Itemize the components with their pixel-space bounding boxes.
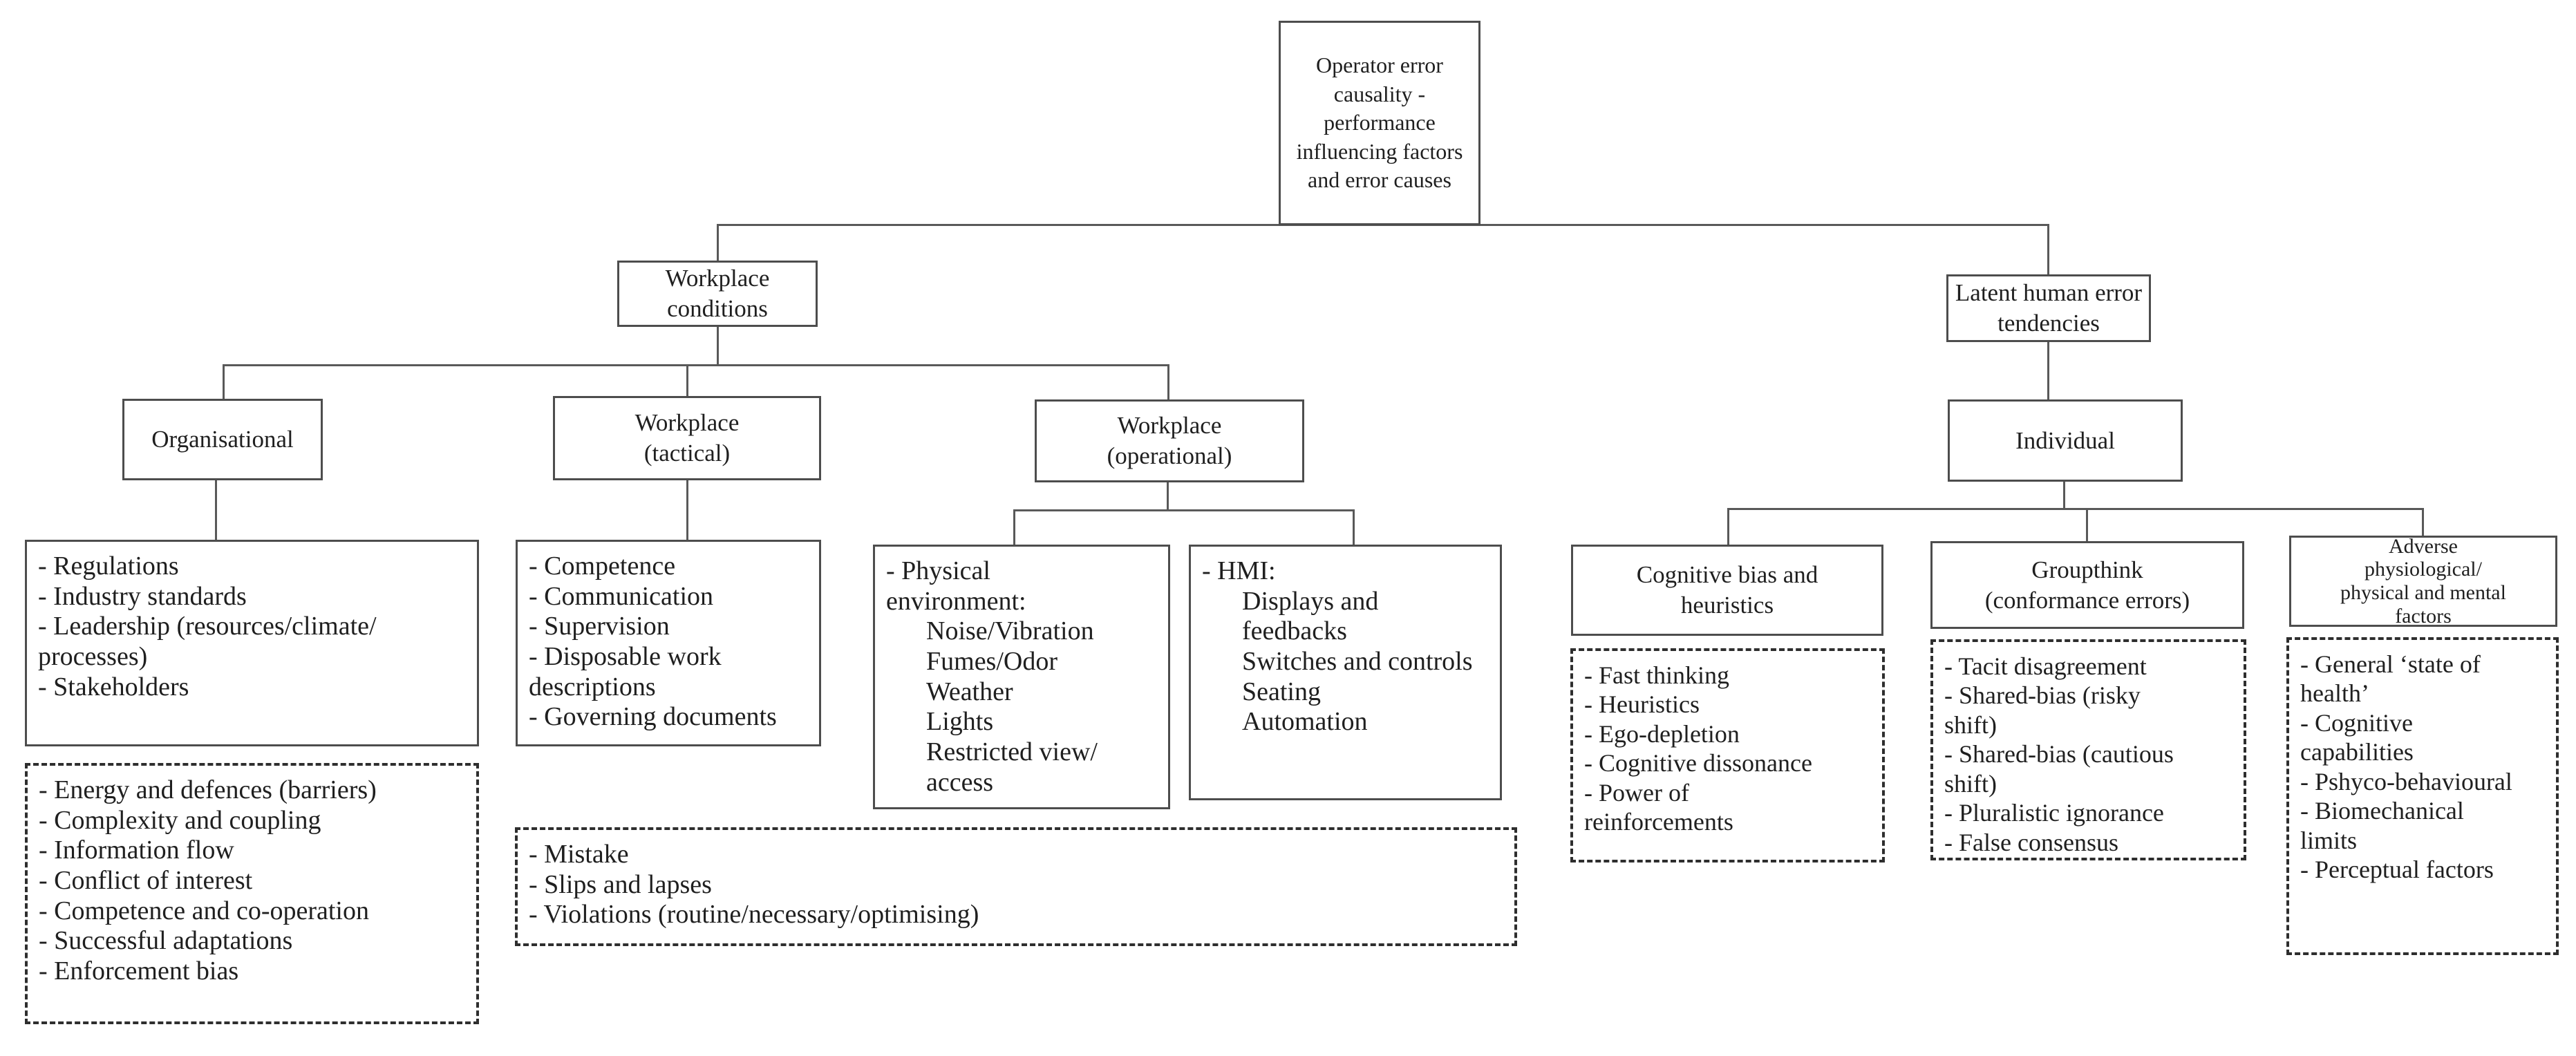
node-groupthink-conformance-errors: Groupthink (conformance errors) (1930, 541, 2244, 629)
list-tactical-factors: - Competence- Communication- Supervision… (516, 540, 821, 746)
list-item: - Perceptual factors (2300, 856, 2494, 884)
list-item: - Pluralistic ignorance (1944, 799, 2164, 827)
connector-line (2422, 508, 2424, 537)
connector-line (1167, 482, 1169, 510)
list-item: - Shared-bias (cautious shift) (1944, 740, 2174, 798)
list-item: - Supervision (529, 612, 670, 641)
list-item: Weather (926, 677, 1013, 706)
node-workplace-operational: Workplace (operational) (1035, 399, 1304, 482)
list-organisational-factors: - Regulations- Industry standards- Leade… (25, 540, 479, 746)
list-item: - Stakeholders (38, 672, 189, 701)
list-item: - Mistake (529, 840, 629, 869)
list-item: - Information flow (39, 836, 234, 865)
list-item: - Pshyco-behavioural (2300, 767, 2512, 795)
node-workplace-tactical: Workplace (tactical) (553, 396, 821, 480)
list-item: - HMI: (1202, 556, 1276, 585)
list-item: Seating (1242, 677, 1321, 706)
list-item: - Violations (routine/necessary/optimisi… (529, 900, 979, 930)
list-item: - Leadership (resources/climate/ process… (38, 612, 377, 672)
list-item: - Power of reinforcements (1584, 778, 1733, 836)
connector-line (223, 364, 225, 399)
list-item: - False consensus (1944, 828, 2118, 856)
connector-line (1727, 508, 2423, 510)
node-operator-error-causality: Operator error causality - performance i… (1279, 21, 1480, 225)
list-item: - Shared-bias (risky shift) (1944, 681, 2141, 739)
list-item: Switches and controls (1242, 647, 1473, 677)
list-groupthink-items: - Tacit disagreement- Shared-bias (risky… (1930, 639, 2246, 860)
list-item: - Biomechanical limits (2300, 797, 2464, 854)
connector-line (1727, 508, 1729, 546)
list-item: Fumes/Odor (926, 647, 1057, 677)
connector-line (717, 224, 719, 262)
list-item: - Regulations (38, 551, 179, 581)
list-item: - Physical environment: (886, 556, 1026, 616)
list-item: - Energy and defences (barriers) (39, 775, 377, 804)
list-item: Automation (1242, 707, 1368, 737)
connector-line (2047, 342, 2049, 401)
list-item: - Communication (529, 581, 714, 611)
list-item: - Cognitive dissonance (1584, 749, 1812, 777)
node-adverse-physiological-factors: Adverse physiological/ physical and ment… (2289, 535, 2557, 628)
connector-line (686, 364, 688, 397)
list-item: Restricted view/ access (926, 737, 1098, 797)
list-item: - Competence and co-operation (39, 896, 369, 925)
connector-line (2086, 508, 2088, 543)
list-cognitive-bias-items: - Fast thinking- Heuristics- Ego-depleti… (1570, 648, 1885, 862)
connector-line (1013, 509, 1015, 546)
list-item: - Ego-depletion (1584, 719, 1740, 748)
list-item: - Tacit disagreement (1944, 652, 2147, 680)
list-item: - Fast thinking (1584, 661, 1730, 689)
list-item: Noise/Vibration (926, 616, 1094, 646)
list-item: - General ‘state of health’ (2300, 650, 2481, 708)
list-adverse-factors-items: - General ‘state of health’- Cognitive c… (2286, 637, 2559, 955)
connector-line (1167, 364, 1169, 401)
connector-line (215, 480, 217, 541)
list-item: Displays and feedbacks (1242, 586, 1379, 646)
list-organisational-latent-conditions: - Energy and defences (barriers)- Comple… (25, 763, 479, 1024)
connector-line (686, 480, 688, 541)
list-item: - Governing documents (529, 702, 777, 732)
connector-line (223, 364, 1169, 366)
connector-line (1013, 509, 1355, 511)
list-error-types: - Mistake- Slips and lapses- Violations … (515, 827, 1517, 946)
node-workplace-conditions: Workplace conditions (617, 261, 818, 327)
connector-line (1353, 509, 1355, 546)
node-individual: Individual (1948, 399, 2183, 482)
list-item: - Heuristics (1584, 690, 1700, 719)
list-item: - Complexity and coupling (39, 805, 321, 835)
node-organisational: Organisational (122, 399, 323, 480)
node-latent-human-error-tendencies: Latent human error tendencies (1946, 274, 2151, 342)
list-item: - Competence (529, 551, 676, 581)
list-item: - Conflict of interest (39, 866, 253, 896)
connector-line (717, 327, 719, 366)
list-item: - Slips and lapses (529, 869, 712, 899)
list-item: - Cognitive capabilities (2300, 708, 2414, 766)
list-item: - Industry standards (38, 581, 247, 611)
connector-line (2047, 224, 2049, 274)
list-item: Lights (926, 707, 994, 737)
list-item: - Successful adaptations (39, 926, 293, 956)
list-item: - Disposable work descriptions (529, 642, 722, 701)
connector-line (2063, 482, 2065, 509)
list-item: - Enforcement bias (39, 956, 239, 986)
node-cognitive-bias-and-heuristics: Cognitive bias and heuristics (1571, 545, 1883, 636)
